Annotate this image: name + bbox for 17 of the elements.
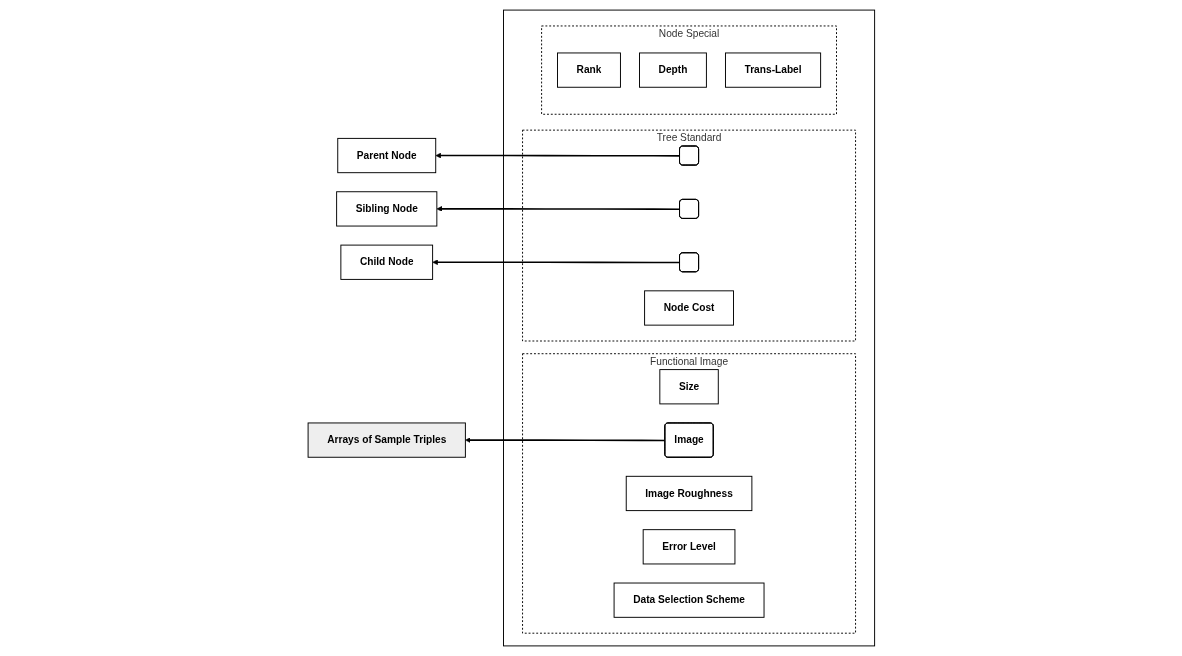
- node-box: Depth: [638, 52, 707, 88]
- node-box: Size: [659, 369, 719, 405]
- node-box: Image Roughness: [625, 475, 752, 512]
- node-box: Child Node: [340, 244, 433, 280]
- node-box: Data Selection Scheme: [613, 582, 765, 618]
- arrow: [435, 152, 681, 159]
- node-box: Arrays of Sample Triples: [307, 422, 466, 458]
- node-box: Rank: [556, 52, 621, 88]
- arrow: [464, 437, 666, 443]
- node-box: Error Level: [642, 529, 736, 565]
- arrow: [432, 259, 681, 266]
- cluster: [502, 9, 875, 647]
- node-box: Sibling Node: [335, 191, 437, 227]
- node-box: Parent Node: [336, 137, 436, 174]
- arrow: [436, 206, 681, 212]
- node-box: Node Cost: [643, 290, 734, 326]
- node-box: Trans-Label: [724, 52, 821, 88]
